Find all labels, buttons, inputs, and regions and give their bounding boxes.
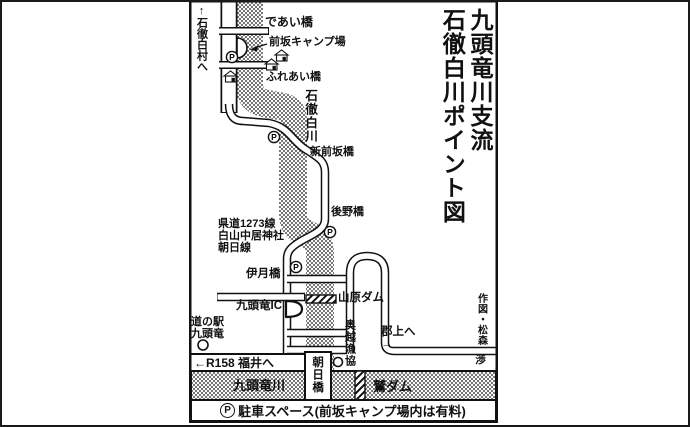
label-kuzuryu-ic: 九頭竜IC xyxy=(236,300,282,312)
label-direction-gujo: 郡上へ → xyxy=(381,326,416,350)
label-michinoeki-line1: 道の駅 xyxy=(191,316,224,328)
legend-bar: P 駐車スペース(前坂キャンプ場内は有料) xyxy=(191,401,495,420)
map-panel: P P P P xyxy=(189,2,498,425)
label-asahi-bridge: 朝日橋 xyxy=(311,356,324,394)
label-prefectural-road: 県道1273線 白山中居神社 朝日線 xyxy=(218,218,284,254)
house-icon xyxy=(273,49,290,62)
house-icon xyxy=(263,58,280,71)
parking-icon: P xyxy=(323,225,337,239)
house-icon xyxy=(222,70,239,83)
river-itoshiro xyxy=(235,2,334,372)
campground-loop xyxy=(236,37,248,59)
label-michinoeki-line2: 九頭竜 xyxy=(191,327,224,340)
svg-text:P: P xyxy=(293,262,299,272)
dam-yamahara-hatch xyxy=(305,294,337,304)
legend-text: 駐車スペース(前坂キャンプ場内は有料) xyxy=(238,404,466,419)
svg-text:P: P xyxy=(229,52,235,62)
label-ushirono-bridge: 後野橋 xyxy=(331,206,364,218)
label-shinmaesaka-bridge: 新前坂橋 xyxy=(310,146,354,158)
label-prefroad-line2: 白山中居神社 xyxy=(218,229,284,242)
coop-marker xyxy=(332,356,344,368)
location-markers xyxy=(197,339,344,368)
map-title-line2: 石徹白川ポイント図 xyxy=(439,8,466,224)
map-border xyxy=(189,2,498,423)
label-gujo-arrow: → xyxy=(381,338,393,350)
svg-text:P: P xyxy=(271,132,277,142)
label-fureai-bridge: ふれあい橋 xyxy=(266,71,321,83)
label-r158: ←R158 福井へ xyxy=(194,356,275,370)
parking-icon: P xyxy=(289,260,303,274)
map-drawing: P P P P xyxy=(189,2,498,423)
dam-washi-hatch xyxy=(354,370,366,403)
label-credit-tail: 渉 xyxy=(474,354,487,365)
label-okuetsu-coop: 奥越漁協 xyxy=(343,319,356,367)
parking-icon: P xyxy=(267,130,281,144)
label-direction-itoshiro-village: ↑石徹白村へ xyxy=(195,5,208,72)
label-michinoeki: 道の駅 九頭竜 xyxy=(191,316,224,341)
label-credit: 作図・松森 xyxy=(475,293,487,346)
michinoeki-marker xyxy=(197,339,209,351)
label-kuzuryu-river: 九頭竜川 xyxy=(233,378,286,393)
house-icons xyxy=(222,49,290,83)
road-network xyxy=(217,2,496,356)
label-itoshiro-river: 石徹白川 xyxy=(303,89,318,143)
label-gujo-text: 郡上へ xyxy=(381,326,416,338)
label-deai-bridge: であい橋 xyxy=(265,15,313,29)
legend-parking-icon: P xyxy=(220,403,236,418)
svg-text:P: P xyxy=(327,227,333,237)
label-maesaka-campground: 前坂キャンプ場 xyxy=(269,36,346,48)
campground-arrow xyxy=(250,43,268,52)
map-title-line1: 九頭竜川支流 xyxy=(467,8,493,152)
label-washi-dam: 鷲ダム xyxy=(373,379,413,394)
map-title: 九頭竜川支流 石徹白川ポイント図 xyxy=(438,8,493,224)
label-izuki-bridge: 伊月橋 xyxy=(246,268,281,280)
bridge-asahi-strip xyxy=(304,351,332,403)
label-prefroad-line3: 朝日線 xyxy=(218,241,251,254)
parking-icon: P xyxy=(225,50,239,64)
label-prefroad-line1: 県道1273線 xyxy=(218,218,276,230)
label-yamahara-dam: 山原ダム xyxy=(338,292,384,304)
parking-icons: P P P P xyxy=(225,50,337,274)
